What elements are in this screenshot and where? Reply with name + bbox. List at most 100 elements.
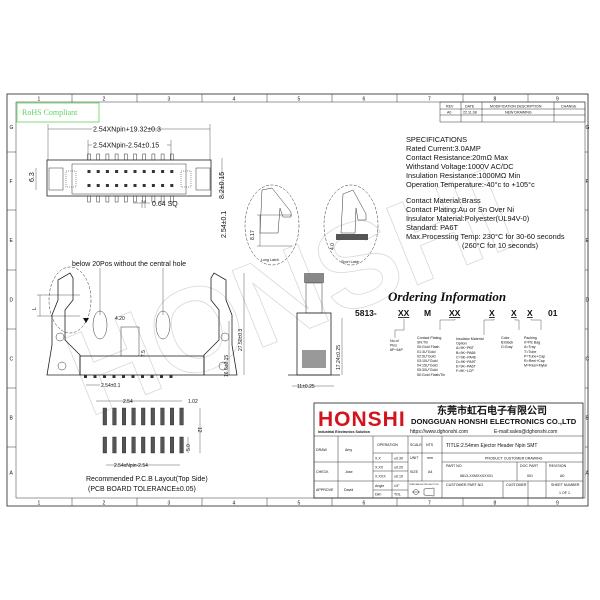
column-label-top: 1 [38,97,41,103]
spec-line: Standard: PA6T [406,223,459,232]
dim-overall: 2.54XNpin+19.32±0.3 [93,127,161,134]
sheet-label: SHEET NUMBER [551,483,580,487]
projection-symbol-icon [412,487,435,497]
dim-pcb-pad: 1.02 [188,399,198,405]
column-label-top: 9 [556,97,559,103]
pcb-pad [179,407,184,426]
pcb-pad [112,436,117,454]
pin [124,195,128,203]
unit-label: UNIT [410,456,419,460]
title-block: HONSHI Industrial Electronics Solution 东… [313,402,584,499]
change-header: CHANGE [561,105,577,109]
order-packing-line: A=Tray [524,345,536,349]
company-web[interactable]: https://www.dghonshi.com [410,429,468,435]
column-label-bottom: 2 [103,501,106,507]
pcb-pad [102,436,107,454]
order-pins-line: 6P~64P [390,348,403,352]
pin [160,153,165,161]
dim-side-width: 11±0.25 [297,384,315,390]
contact [115,170,119,173]
pin [142,153,146,161]
latch-details: 8.17 Long Latch 4.0 Short Latch [244,184,379,266]
dim-width-top: 8.2±0.15 [219,172,226,199]
scale-label: SCALE [410,443,422,447]
dim-latch-long: 8.17 [250,230,256,240]
doc-label: DOC PART [520,464,539,468]
check-label: CHECK [316,470,329,474]
order-plating-line: 05:30U"Gold [417,368,437,372]
pin [131,375,135,378]
order-plating-line: 01:3U"Gold [417,350,435,354]
contact [161,170,165,173]
order-plating-line: 00:Gold Flash [417,345,439,349]
column-label-bottom: 8 [494,501,497,507]
center-note: below 20Pos without the central hole [72,261,186,268]
pcb-pad [160,407,165,426]
pcb-pad [160,436,165,454]
order-plating-line: Contact Plating [417,336,441,340]
pcb-pad [169,407,174,426]
tolerance-label: Dim [375,493,381,497]
dim-latch-short: 4.0 [330,243,336,250]
operation-label: OPERATION [377,443,398,447]
column-label-top: 2 [103,97,106,103]
column-label-top: 4 [233,97,236,103]
order-insulator-line: Insulator Material [456,337,484,341]
pcb-caption-2: (PCB BOARD TOLERANCE±0.05) [88,486,196,493]
tolerance-value: ±0.30 [394,457,403,461]
doc-value: 001 [527,474,533,478]
check-value: Jose [345,470,353,474]
pin [96,153,100,161]
tolerance-value: ±0.10 [394,475,403,479]
date-value: 22.11.08 [463,111,477,115]
row-label-right: F [586,179,589,185]
pin [133,195,137,203]
pcb-pad [169,436,174,454]
pin [160,195,165,203]
column-label-bottom: 7 [428,501,431,507]
pin [105,195,110,203]
row-label-right: D [586,298,590,304]
dim-pin-sq: 0.64 SQ [152,201,178,208]
order-color-line: G:Gray [501,345,513,349]
pcb-pad [150,436,155,454]
order-code-segment: X [489,308,495,318]
contact [151,184,155,187]
pin [112,375,116,378]
dim-pcb-row: 12 [196,427,202,433]
company-tagline: Industrial Electronics Solution [318,430,370,434]
spec-line: Rated Current:3.0AMP [406,144,481,153]
order-code-segment: X [511,308,517,318]
order-plating-line: 02:5U"Gold [417,354,435,358]
order-packing-line: R=Reel+Cap [524,359,545,363]
spec-line: Operation Temperature:-40°c to +105°c [406,180,535,189]
dim-height-top: 6.3 [29,172,36,182]
pcb-layout: 2.54 1.02 12 5.0 2.54xNpin-2.54 Recommen… [86,399,208,493]
pcb-pad [141,436,146,454]
dim-pin-offset: 2.54±0.1 [221,211,228,238]
order-leader [439,319,456,330]
company-email[interactable]: E-mail:sales@dghonshi.com [494,429,557,435]
spec-title: SPECIFICATIONS [406,135,467,144]
tolerance-value: ±3° [394,484,400,488]
contact [170,170,174,173]
sheet-value: 1 OF 1 [559,491,570,495]
pcb-pad [121,436,126,454]
pin [114,195,119,203]
contact [96,170,100,173]
column-label-bottom: 4 [233,501,236,507]
customer-part-label: CUSTOMER PART NO. [446,483,484,487]
order-color-line: Color [501,336,510,340]
spec-line: Withstand Voltage:1000V AC/DC [406,162,514,171]
order-packing-line: T=Tube [524,350,536,354]
row-label-right: C [586,357,590,363]
order-leader [514,319,520,330]
part-value: 5813-XXMXXXXX01 [460,474,493,478]
dim-pcb-pitch: 2.54 [123,399,133,405]
row-label-left: G [10,125,14,131]
order-color-line: B:Black [501,341,513,345]
dim-key-height: 7.5 [141,350,147,357]
spec-line: Max.Processing Temp: 230°C for 30-60 sec… [406,232,565,241]
drawing-title: TITLE:2.54mm Ejector Header Npin SMT [446,443,537,449]
